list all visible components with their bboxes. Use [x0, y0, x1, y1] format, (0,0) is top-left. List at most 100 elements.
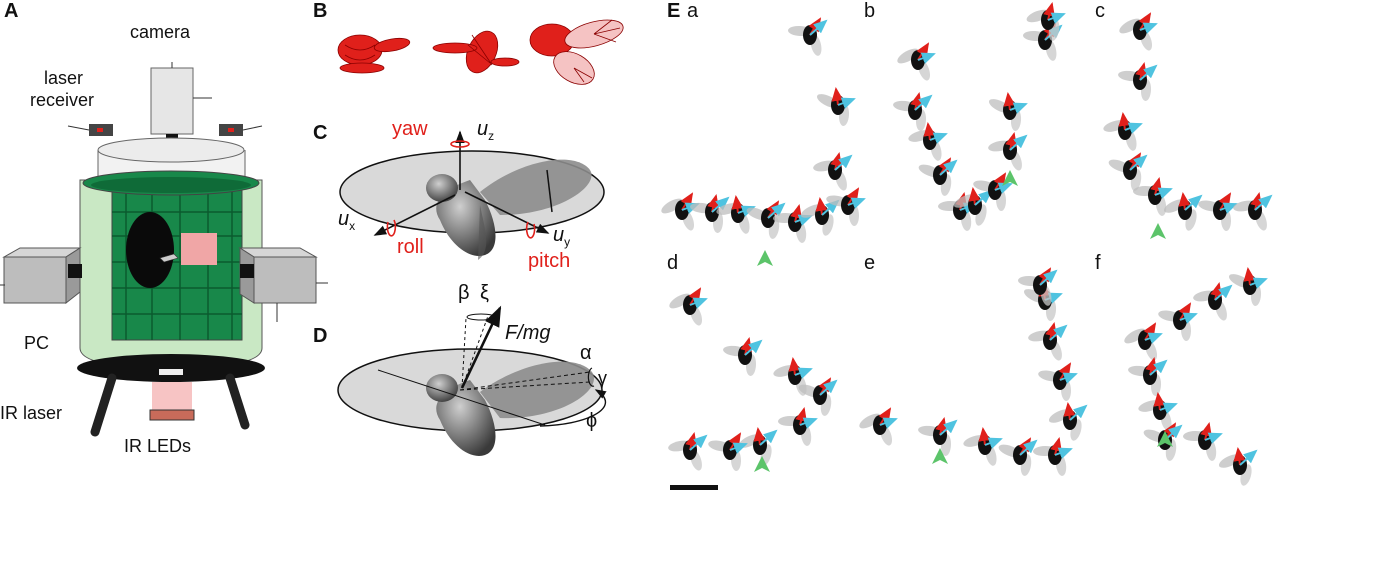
fly-snapshot [738, 427, 778, 466]
fly-snapshot [963, 427, 1003, 466]
force-arrow [846, 187, 860, 206]
force-arrow [1050, 437, 1062, 456]
velocity-arrow [744, 339, 763, 356]
velocity-arrow [1239, 449, 1258, 466]
fly-snapshot [826, 187, 866, 226]
force-arrow [1058, 362, 1072, 381]
velocity-arrow [1047, 12, 1066, 24]
fly-snapshot [1183, 422, 1223, 461]
force-arrow [731, 195, 744, 214]
uz-label: uz [477, 118, 495, 143]
velocity-arrow [1139, 22, 1158, 34]
fly-snapshot [716, 195, 756, 234]
force-arrow [916, 42, 930, 61]
force-arrow [968, 187, 981, 206]
velocity-arrow [917, 52, 936, 64]
pc-left [3, 256, 67, 304]
velocity-arrow [759, 429, 778, 446]
velocity-arrow [1039, 269, 1058, 286]
fly-snapshot [1124, 322, 1163, 361]
fly-snapshot [1103, 112, 1143, 151]
panel-label-e: E [667, 0, 681, 22]
fly-model-2 [432, 30, 520, 74]
velocity-arrow [939, 419, 958, 436]
force-arrow [1243, 267, 1256, 286]
fly-snapshot [690, 194, 730, 233]
yaw-label: yaw [392, 118, 428, 140]
force-arrow [688, 287, 702, 306]
fly-snapshot [668, 432, 708, 471]
velocity-arrow [1249, 277, 1268, 289]
fly-snapshot [908, 122, 948, 161]
fly-snapshot [1108, 152, 1148, 191]
force-arrow [923, 122, 936, 141]
force-arrow [1178, 192, 1191, 211]
fly-snapshot [1193, 282, 1233, 321]
ux-label: ux [338, 208, 356, 233]
force-arrow [1138, 12, 1152, 31]
fly-snapshot [988, 92, 1028, 131]
fly-model-1 [337, 34, 411, 74]
force-arrow [795, 407, 807, 426]
start-marker-triangle [1002, 170, 1018, 186]
velocity-arrow [1019, 439, 1038, 456]
fly-snapshot [1163, 192, 1203, 231]
xi-label: ξ [480, 282, 489, 304]
velocity-arrow [1214, 284, 1233, 301]
camera-box [150, 67, 194, 135]
gamma-label: γ [598, 368, 607, 388]
velocity-arrow [879, 417, 898, 429]
fly-snapshot [988, 132, 1028, 171]
force-arrow [1043, 2, 1055, 21]
fly-model-3 [529, 19, 624, 85]
velocity-arrow [1184, 194, 1203, 211]
fly-snapshot [998, 437, 1038, 476]
fly-snapshot [1128, 357, 1168, 396]
force-angle-diagram [337, 305, 607, 456]
velocity-arrow [1009, 134, 1028, 151]
start-marker-triangle [932, 448, 948, 464]
force-arrow [978, 427, 991, 446]
start-marker-triangle [757, 250, 773, 266]
velocity-arrow [834, 154, 853, 171]
fly-snapshot [773, 204, 813, 243]
fly-snapshot [798, 377, 838, 416]
velocity-arrow [1144, 332, 1163, 344]
force-arrow [1233, 447, 1246, 466]
fly-snapshot [661, 192, 700, 231]
velocity-arrow [1149, 359, 1168, 376]
force-arrow [1118, 112, 1131, 131]
fly-snapshot [669, 287, 708, 326]
fly-snapshot [1026, 2, 1066, 41]
velocity-arrow [1129, 154, 1148, 171]
fly-snapshot [1028, 322, 1068, 361]
velocity-arrow [1054, 447, 1073, 459]
ir-led-board [149, 409, 195, 421]
velocity-arrow [689, 297, 708, 309]
ir-leds-label: IR LEDs [124, 436, 192, 456]
fly-snapshot [918, 417, 958, 456]
force-arrow [1218, 192, 1232, 211]
panel-label-b: B [313, 0, 328, 22]
force-arrow [993, 172, 1007, 191]
fly-snapshot [1198, 192, 1238, 231]
fly-snapshot [778, 407, 818, 446]
fly-snapshot [1218, 447, 1258, 486]
rotation-axes-diagram [339, 130, 605, 260]
fly-snapshot [973, 172, 1013, 211]
force-arrow [878, 407, 892, 426]
velocity-arrow [809, 19, 828, 36]
velocity-arrow [819, 379, 838, 396]
alpha-label: α [580, 342, 592, 364]
start-marker-triangle [1157, 431, 1173, 447]
fly-snapshot [1023, 22, 1063, 61]
fly-snapshot [859, 407, 898, 446]
velocity-arrow [974, 189, 993, 206]
arena-window [126, 212, 174, 288]
velocity-arrow [1009, 102, 1028, 114]
velocity-arrow [939, 159, 958, 176]
force-arrow [753, 427, 766, 446]
fly-snapshot [1119, 12, 1158, 51]
fly-snapshot [1018, 267, 1058, 306]
